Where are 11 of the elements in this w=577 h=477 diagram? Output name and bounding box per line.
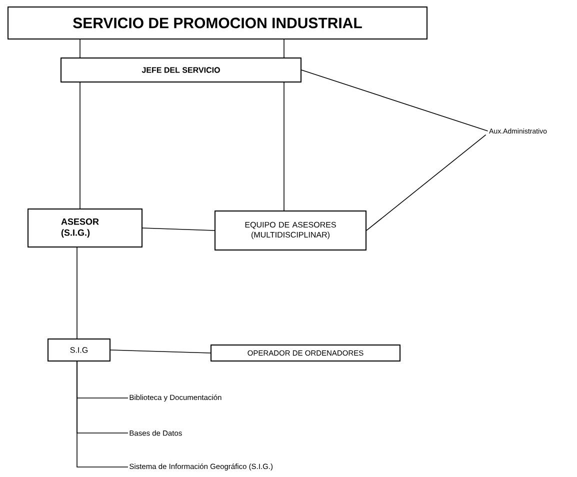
process-box: S.I.G (48, 338, 110, 362)
process-box: ASESOR (S.I.G.) (28, 208, 142, 248)
connector-line (301, 70, 488, 132)
title-box: SERVICIO DE PROMOCION INDUSTRIAL (8, 6, 428, 40)
connector-line (76, 361, 128, 468)
process-box: EQUIPO DE ASESORES (MULTIDISCIPLINAR) (214, 210, 366, 250)
connector-line (76, 247, 78, 339)
connector-line (142, 228, 215, 231)
connector-line (366, 134, 486, 231)
process-box: JEFE DEL SERVICIO (60, 58, 302, 82)
connector-line (110, 350, 211, 354)
